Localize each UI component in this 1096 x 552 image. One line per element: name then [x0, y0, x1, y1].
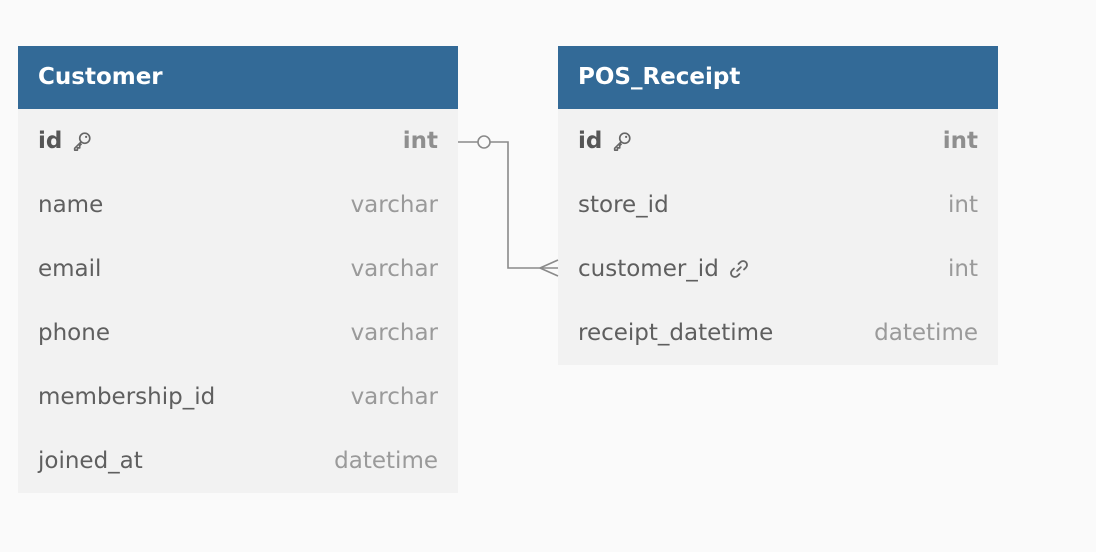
column-name: store_id — [578, 192, 669, 218]
customer-row-name[interactable]: name varchar — [18, 173, 458, 237]
column-name-cell: phone — [38, 320, 110, 346]
one-end-circle — [477, 135, 491, 149]
column-name-cell: name — [38, 192, 103, 218]
customer-row-membership-id[interactable]: membership_id varchar — [18, 365, 458, 429]
pos-receipt-table-title[interactable]: POS_Receipt — [558, 46, 998, 109]
column-name: membership_id — [38, 384, 216, 410]
column-type: int — [948, 256, 978, 282]
link-icon — [728, 258, 750, 280]
column-name-cell: joined_at — [38, 448, 143, 474]
column-type: datetime — [334, 448, 438, 474]
column-name: id — [38, 128, 63, 154]
customer-table-title[interactable]: Customer — [18, 46, 458, 109]
column-name-cell: store_id — [578, 192, 669, 218]
customer-row-phone[interactable]: phone varchar — [18, 301, 458, 365]
column-type: int — [942, 128, 978, 154]
column-name: name — [38, 192, 104, 218]
relationship-line — [458, 141, 558, 269]
column-name-cell: membership_id — [38, 384, 215, 410]
column-name-cell: email — [38, 256, 101, 282]
column-name: joined_at — [38, 448, 143, 474]
column-type: int — [948, 192, 978, 218]
pos-receipt-row-receipt-datetime[interactable]: receipt_datetime datetime — [558, 301, 998, 365]
pos-receipt-row-store-id[interactable]: store_id int — [558, 173, 998, 237]
column-type: varchar — [350, 256, 438, 282]
column-type: varchar — [350, 320, 438, 346]
many-end-crowsfoot — [539, 259, 559, 277]
key-icon — [71, 130, 93, 152]
column-name: customer_id — [578, 256, 719, 282]
column-name-cell: customer_id — [578, 256, 750, 282]
column-name: receipt_datetime — [578, 320, 774, 346]
column-name: phone — [38, 320, 110, 346]
customer-row-id[interactable]: id int — [18, 109, 458, 173]
column-name-cell: id — [578, 128, 633, 154]
pos-receipt-row-id[interactable]: id int — [558, 109, 998, 173]
customer-row-email[interactable]: email varchar — [18, 237, 458, 301]
pos-receipt-row-customer-id[interactable]: customer_id int — [558, 237, 998, 301]
column-type: varchar — [350, 384, 438, 410]
column-name: id — [578, 128, 603, 154]
column-type: int — [402, 128, 438, 154]
key-icon — [611, 130, 633, 152]
customer-row-joined-at[interactable]: joined_at datetime — [18, 429, 458, 493]
column-name: email — [38, 256, 102, 282]
column-name-cell: id — [38, 128, 93, 154]
column-name-cell: receipt_datetime — [578, 320, 773, 346]
column-type: datetime — [874, 320, 978, 346]
column-type: varchar — [350, 192, 438, 218]
